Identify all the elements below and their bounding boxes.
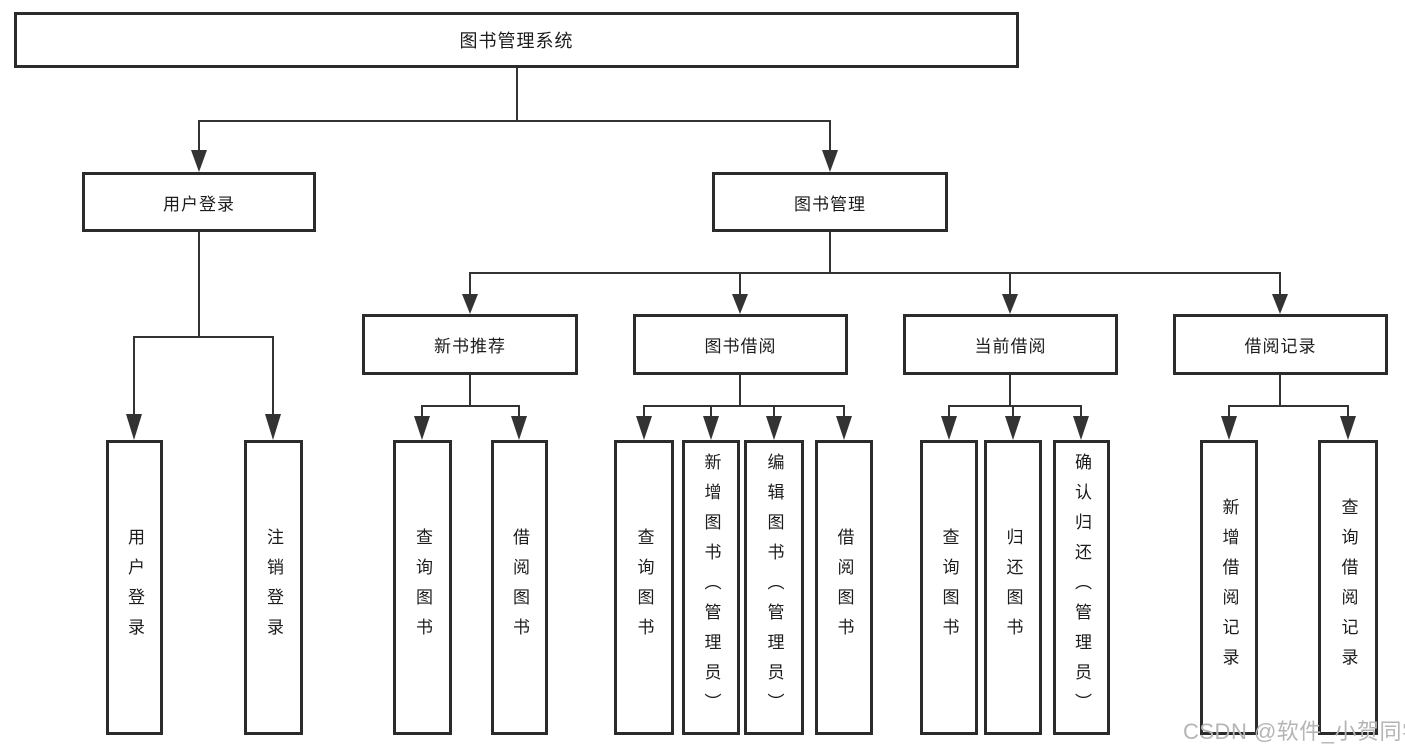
connector-line [829,120,831,152]
node-leaf-bb-borrow-book-label: 借阅图书 [834,527,854,648]
connector-line [1279,272,1281,296]
arrow-down-icon [511,416,527,440]
node-leaf-bb-edit-book-label: 编辑图书（管理员） [764,452,784,723]
node-leaf-nbr-borrow-book: 借阅图书 [491,440,548,735]
node-book-management: 图书管理 [712,172,948,232]
connector-line [643,405,845,407]
arrow-down-icon [703,416,719,440]
arrow-down-icon [265,414,281,440]
node-leaf-logout: 注销登录 [244,440,303,735]
connector-line [1009,375,1011,405]
node-leaf-nbr-query-book: 查询图书 [393,440,452,735]
node-user-login: 用户登录 [82,172,316,232]
arrow-down-icon [636,416,652,440]
connector-line [643,405,645,418]
arrow-down-icon [732,294,748,314]
connector-line [948,405,1082,407]
node-current-borrowing: 当前借阅 [903,314,1118,375]
connector-line [739,375,741,405]
csdn-watermark: CSDN @软件_小贺同学 [1183,719,1405,744]
node-leaf-br-query-record-label: 查询借阅记录 [1338,497,1358,678]
node-leaf-bb-add-book: 新增图书（管理员） [682,440,740,735]
arrow-down-icon [1005,416,1021,440]
connector-line [1009,272,1011,296]
node-new-book-recommend-label: 新书推荐 [434,337,506,356]
arrow-down-icon [1002,294,1018,314]
connector-line [1012,405,1014,418]
node-user-login-label: 用户登录 [163,194,235,214]
connector-line [421,405,520,407]
connector-line [1279,375,1281,405]
node-leaf-br-add-record: 新增借阅记录 [1200,440,1258,735]
arrow-down-icon [941,416,957,440]
node-leaf-cb-confirm-return: 确认归还（管理员） [1053,440,1110,735]
node-leaf-cb-query-book-label: 查询图书 [939,527,959,648]
arrow-down-icon [822,150,838,172]
arrow-down-icon [414,416,430,440]
node-leaf-cb-confirm-return-label: 确认归还（管理员） [1072,452,1091,723]
connector-line [1347,405,1349,418]
node-leaf-br-query-record: 查询借阅记录 [1318,440,1378,735]
connector-line [948,405,950,418]
node-leaf-nbr-query-book-label: 查询图书 [413,527,432,648]
connector-line [829,232,831,272]
node-leaf-nbr-borrow-book-label: 借阅图书 [510,527,529,648]
connector-line [1228,405,1230,418]
connector-line [469,375,471,405]
connector-line [469,272,1281,274]
connector-line [133,336,274,338]
connector-line [843,405,845,418]
arrow-down-icon [462,294,478,314]
connector-line [710,405,712,418]
connector-line [739,272,741,296]
arrow-down-icon [1272,294,1288,314]
node-leaf-bb-query-book: 查询图书 [614,440,674,735]
node-book-borrowing: 图书借阅 [633,314,848,375]
node-borrowing-records-label: 借阅记录 [1244,337,1317,356]
node-current-borrowing-label: 当前借阅 [974,337,1047,356]
connector-line [133,336,135,416]
node-leaf-bb-query-book-label: 查询图书 [634,527,654,648]
node-leaf-user-login-label: 用户登录 [125,527,144,648]
node-book-borrowing-label: 图书借阅 [704,337,777,356]
connector-line [198,120,200,152]
node-leaf-user-login: 用户登录 [106,440,163,735]
arrow-down-icon [1340,416,1356,440]
node-leaf-bb-borrow-book: 借阅图书 [815,440,873,735]
arrow-down-icon [1221,416,1237,440]
arrow-down-icon [766,416,782,440]
connector-line [516,68,518,120]
arrow-down-icon [191,150,207,172]
node-leaf-bb-add-book-label: 新增图书（管理员） [701,452,721,723]
connector-line [421,405,423,418]
node-leaf-cb-query-book: 查询图书 [920,440,978,735]
node-borrowing-records: 借阅记录 [1173,314,1388,375]
node-root-label: 图书管理系统 [459,31,574,51]
node-book-management-label: 图书管理 [794,194,866,214]
connector-line [518,405,520,418]
node-new-book-recommend: 新书推荐 [362,314,578,375]
connector-line [469,272,471,296]
arrow-down-icon [1073,416,1089,440]
connector-line [1080,405,1082,418]
connector-line [198,120,831,122]
connector-line [272,336,274,416]
arrow-down-icon [836,416,852,440]
node-leaf-bb-edit-book: 编辑图书（管理员） [744,440,804,735]
connector-line [198,232,200,336]
node-leaf-cb-return-book-label: 归还图书 [1003,527,1023,648]
node-leaf-br-add-record-label: 新增借阅记录 [1219,497,1239,678]
connector-line [773,405,775,418]
arrow-down-icon [126,414,142,440]
node-leaf-logout-label: 注销登录 [264,527,283,648]
node-leaf-cb-return-book: 归还图书 [984,440,1042,735]
node-root: 图书管理系统 [14,12,1019,68]
connector-line [1228,405,1349,407]
